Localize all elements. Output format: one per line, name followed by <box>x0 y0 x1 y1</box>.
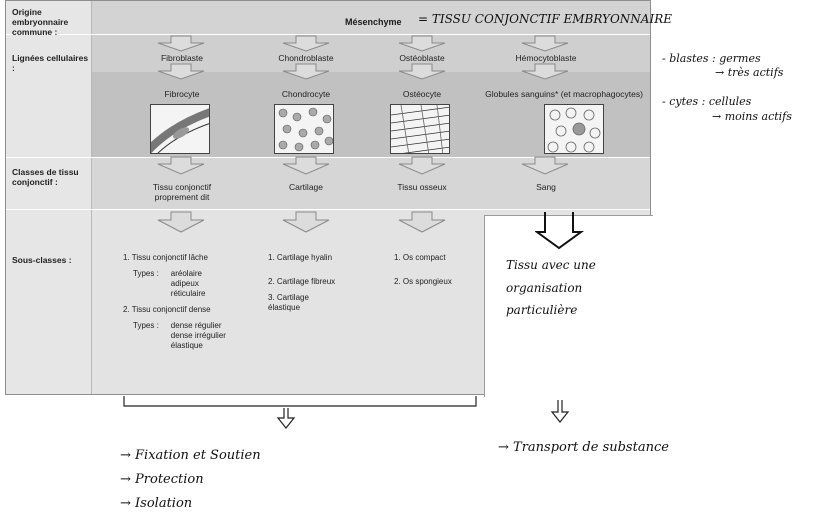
class-cartilage: Cartilage <box>288 182 324 192</box>
hand-bracket <box>123 396 570 429</box>
subclass-types: Types : dense régulier dense irrégulier … <box>123 321 263 351</box>
arrow-shape <box>521 156 569 175</box>
subclass-item: 2. Cartilage fibreux <box>268 277 336 286</box>
note-cytes: - cytes : cellules <box>662 95 752 108</box>
cell-osteocyte: Ostéocyte <box>402 89 442 99</box>
function-transport: → Transport de substance <box>498 440 669 455</box>
class-bone: Tissu osseux <box>397 182 447 192</box>
arrow-shape <box>521 63 569 80</box>
classification-chart: Origine embryonnaire commune : Lignées c… <box>5 0 653 397</box>
subclass-item: 1. Tissu conjonctif lâche <box>123 253 208 262</box>
subclasses-bone: 1. Os compact 2. Os spongieux <box>394 253 484 287</box>
arrow-shape <box>282 156 330 175</box>
subclass-item: 3. Cartilage élastique <box>268 293 309 312</box>
types-values: aréolaire adipeux réticulaire <box>170 269 206 298</box>
row-label-column <box>6 1 92 394</box>
class-ctp: Tissu conjonctif proprement dit <box>152 182 212 202</box>
cell-fibrocyte: Fibrocyte <box>164 89 200 99</box>
arrow-shape <box>157 63 205 80</box>
row-label-subclasses: Sous-classes : <box>12 255 72 265</box>
mesenchyme-note: = TISSU CONJONCTIF EMBRYONNAIRE <box>418 12 672 26</box>
types-label: Types : <box>133 269 159 278</box>
divider <box>6 209 650 210</box>
arrow-shape <box>398 211 446 233</box>
lineage-hemocytoblast: Hémocytoblaste <box>515 53 577 63</box>
row-label-origin: Origine embryonnaire commune : <box>12 7 69 37</box>
mesenchyme-label: Mésenchyme <box>345 17 402 27</box>
types-values: dense régulier dense irrégulier élastiqu… <box>170 321 226 350</box>
arrow-shape <box>157 211 205 233</box>
arrow-shape <box>282 35 330 52</box>
flow-arrows <box>157 35 569 233</box>
lineage-osteoblast: Ostéoblaste <box>399 53 445 63</box>
hand-arrow-down <box>535 212 585 250</box>
arrow-shape <box>398 63 446 80</box>
arrow-shape <box>282 63 330 80</box>
note-blastes-active: → très actifs <box>715 66 784 79</box>
note-blood-particular: particulière <box>506 303 578 317</box>
row-label-lineages: Lignées cellulaires : <box>12 53 89 73</box>
cell-blood: Globules sanguins* (et macrophagocytes) <box>485 89 643 99</box>
function-fixation: → Fixation et Soutien <box>120 448 261 463</box>
divider <box>6 34 650 35</box>
subclasses-cartilage: 1. Cartilage hyalin 2. Cartilage fibreux… <box>268 253 368 313</box>
types-label: Types : <box>133 321 159 330</box>
function-protection: → Protection <box>120 472 204 487</box>
subclass-item: 1. Cartilage hyalin <box>268 253 333 262</box>
subclass-item: 1. Os compact <box>394 253 446 262</box>
lineage-chondroblast: Chondroblaste <box>278 53 334 63</box>
osteocyte-image <box>390 104 450 154</box>
arrow-shape <box>157 35 205 52</box>
note-blood-organisation: organisation <box>506 281 583 295</box>
arrow-shape <box>521 35 569 52</box>
blood-cells-image <box>544 104 604 154</box>
note-blood-tissue: Tissu avec une <box>506 258 596 272</box>
arrow-shape <box>282 211 330 233</box>
function-isolation: → Isolation <box>120 496 193 511</box>
blood-subclass-area <box>484 215 653 397</box>
class-blood: Sang <box>536 182 556 192</box>
subclasses-ctp: 1. Tissu conjonctif lâche Types : aréola… <box>123 253 263 357</box>
arrow-shape <box>398 156 446 175</box>
chondrocyte-image <box>274 104 334 154</box>
subclass-types: Types : aréolaire adipeux réticulaire <box>123 269 263 299</box>
note-cytes-less-active: → moins actifs <box>712 110 792 123</box>
subclass-item: 2. Tissu conjonctif dense <box>123 305 211 314</box>
subclass-item: 2. Os spongieux <box>394 277 452 286</box>
arrow-shape <box>398 35 446 52</box>
divider <box>6 157 650 158</box>
lineage-fibroblast: Fibroblaste <box>160 53 204 63</box>
row-label-classes: Classes de tissu conjonctif : <box>12 167 79 187</box>
arrow-shape <box>157 156 205 175</box>
note-blastes: - blastes : germes <box>662 52 761 65</box>
fibrocyte-image <box>150 104 210 154</box>
cell-chondrocyte: Chondrocyte <box>281 89 331 99</box>
